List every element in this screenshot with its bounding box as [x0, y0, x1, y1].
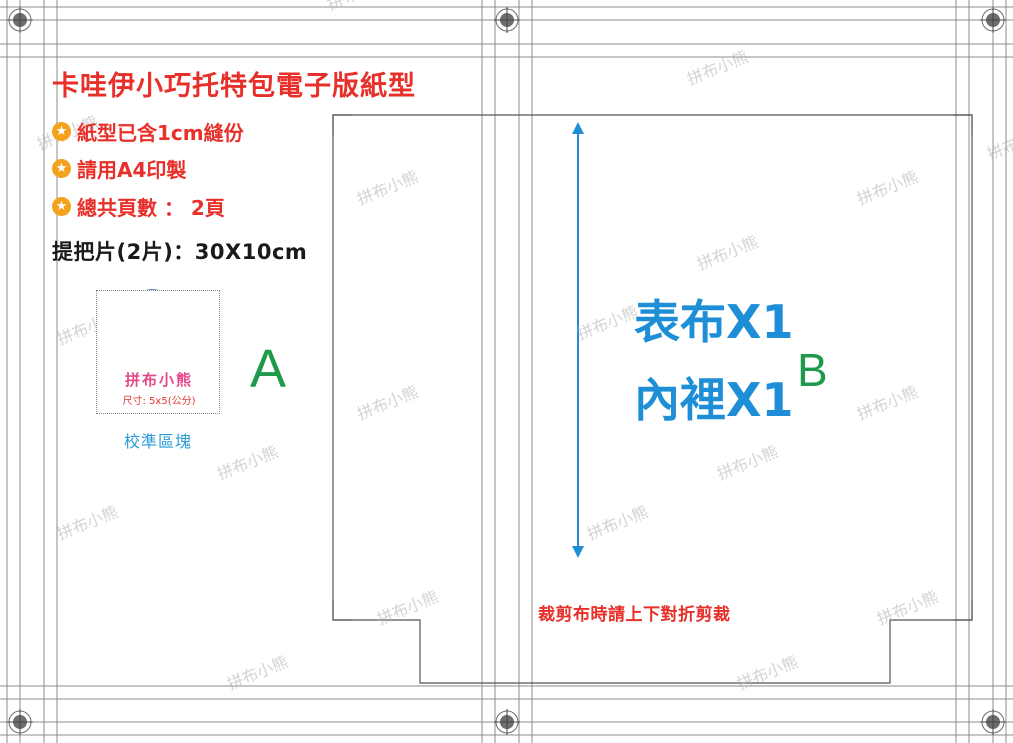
watermark-text: 拼布小熊 — [224, 652, 290, 694]
watermark-text: 拼布小熊 — [54, 502, 120, 544]
piece-label-a: A — [250, 339, 287, 399]
page-title: 卡哇伊小巧托特包電子版紙型 — [52, 71, 416, 102]
registration-crosshair-icon — [7, 7, 33, 33]
grainline-arrow — [572, 122, 584, 558]
watermark-text: 拼布小熊 — [214, 442, 280, 484]
registration-crosshair-icon — [494, 709, 520, 735]
star-icon: ★ — [52, 122, 71, 141]
watermark-text: 拼布小熊 — [874, 587, 940, 629]
watermark-text: 拼布小熊 — [574, 302, 640, 344]
calibration-label: 校準區塊 — [123, 432, 192, 451]
registration-crosshair-icon — [7, 709, 33, 735]
note-print-size: ★ 請用A4印製 — [52, 154, 186, 183]
registration-crosshair-icon — [980, 7, 1006, 33]
calibration-size: 尺寸: 5x5(公分) — [122, 396, 196, 407]
corner-ticks — [332, 114, 973, 621]
fold-instruction: 裁剪布時請上下對折剪裁 — [538, 605, 731, 625]
note-page-count: ★ 總共頁數 ： 2頁 — [52, 192, 225, 221]
watermark-text: 拼布小熊 — [354, 167, 420, 209]
note-text: 總共頁數 ： 2頁 — [77, 196, 225, 220]
registration-crosshair-icon — [494, 7, 520, 33]
watermark-text: 拼布小熊 — [694, 232, 760, 274]
piece-label-b: B — [797, 344, 828, 396]
watermark-text: 拼布小熊 — [854, 382, 920, 424]
watermark-text: 拼布小熊 — [584, 502, 650, 544]
watermark-text: 拼布小熊 — [684, 47, 750, 89]
registration-marks — [7, 7, 1006, 735]
note-seam-allowance: ★ 紙型已含1cm縫份 — [52, 117, 244, 146]
watermark-text: 拼布小熊 — [714, 442, 780, 484]
note-text: 紙型已含1cm縫份 — [77, 121, 244, 145]
note-text: 請用A4印製 — [77, 158, 187, 182]
handle-spec: 提把片(2片)：30X10cm — [52, 240, 308, 264]
pattern-piece-outline — [332, 114, 973, 684]
watermark-text: 拼布小熊 — [374, 587, 440, 629]
calibration-box: 拼布小熊 尺寸: 5x5(公分) — [96, 290, 220, 414]
registration-crosshair-icon — [980, 709, 1006, 735]
watermark-text: 拼布小熊 — [984, 122, 1013, 164]
fabric-count: 表布X1 — [634, 295, 794, 349]
lining-count: 內裡X1 — [634, 373, 794, 427]
watermark-text: 拼布小熊 — [854, 167, 920, 209]
star-icon: ★ — [52, 197, 71, 216]
star-icon: ★ — [52, 159, 71, 178]
watermark-text: 拼布小熊 — [354, 382, 420, 424]
watermark-text: 拼布小熊 — [734, 652, 800, 694]
calibration-brand: 拼布小熊 — [124, 371, 193, 389]
